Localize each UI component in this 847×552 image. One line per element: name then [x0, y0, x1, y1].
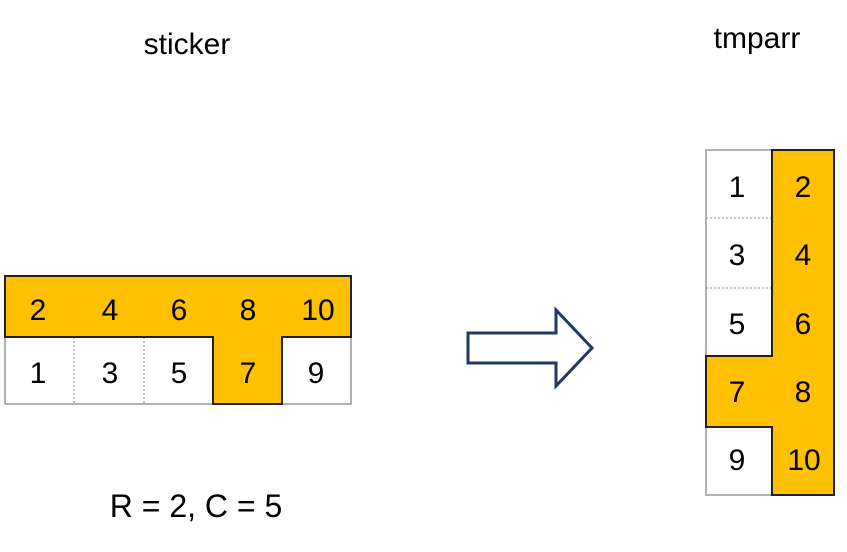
sticker-bottom-cell: 5 — [171, 357, 188, 390]
sticker-cell-bg — [282, 337, 351, 404]
sticker-top-cell: 4 — [102, 294, 119, 327]
sticker-cell-bg — [144, 337, 213, 404]
dimensions-caption: R = 2, C = 5 — [110, 488, 283, 524]
tmparr-grid — [705, 149, 835, 496]
grid-outline — [705, 149, 772, 356]
tmparr-right-cell: 2 — [795, 171, 812, 204]
tmparr-highlight-shape — [706, 150, 834, 495]
tmparr-right-cell: 8 — [795, 376, 812, 409]
tmparr-left-cell: 9 — [729, 444, 746, 477]
tmparr-highlight-outline — [705, 149, 835, 496]
sticker-bottom-cell: 1 — [30, 357, 47, 390]
sticker-top-cell: 10 — [301, 294, 334, 327]
grid-outline — [705, 427, 772, 496]
sticker-top-cell: 6 — [171, 294, 188, 327]
tmparr-left-cell: 7 — [729, 376, 746, 409]
sticker-bottom-cell: 3 — [102, 357, 119, 390]
sticker-grid — [4, 275, 352, 405]
sticker-title: sticker — [144, 28, 231, 61]
sticker-bottom-cell: 7 — [240, 357, 257, 390]
tmparr-cell-bg — [706, 150, 772, 356]
sticker-top-cell: 8 — [240, 294, 257, 327]
sticker-highlight-shape — [5, 276, 351, 404]
sticker-cell-bg — [74, 337, 144, 404]
sticker-cell-bg — [5, 337, 74, 404]
tmparr-cell-bg — [706, 427, 772, 495]
tmparr-left-cell: 5 — [729, 308, 746, 341]
sticker-top-cell: 2 — [30, 294, 47, 327]
tmparr-left-cell: 3 — [729, 239, 746, 272]
tmparr-title: tmparr — [714, 22, 801, 55]
tmparr-right-cell: 4 — [795, 239, 812, 272]
tmparr-right-cell: 6 — [795, 308, 812, 341]
sticker-highlight-outline — [4, 275, 352, 405]
sticker-bottom-cell: 9 — [308, 357, 325, 390]
grid-outline — [4, 337, 213, 405]
right-arrow-icon — [466, 306, 595, 390]
tmparr-left-cell: 1 — [729, 171, 746, 204]
tmparr-right-cell: 10 — [787, 444, 820, 477]
